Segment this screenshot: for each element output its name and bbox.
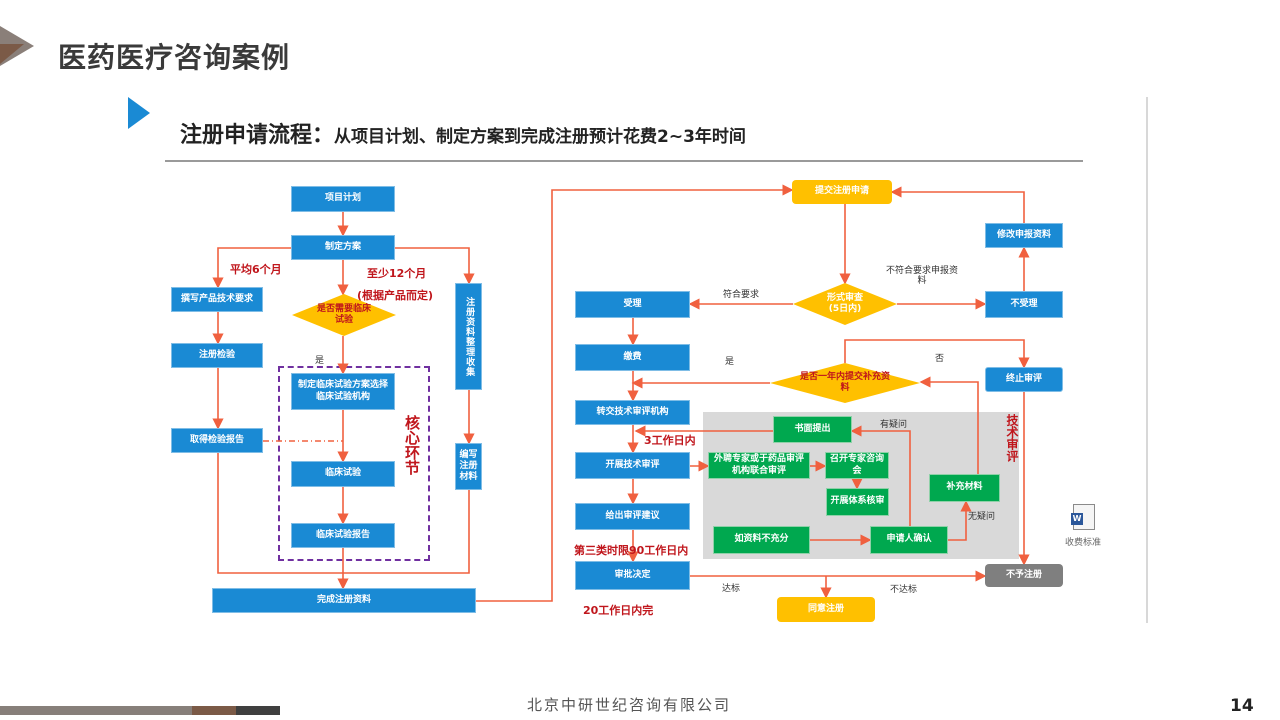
slide-title: 医药医疗咨询案例 — [58, 41, 291, 74]
label-90-workdays: 第三类时限90工作日内 — [574, 544, 689, 557]
decision-formal-review-text: 形式审查 (5日内) — [826, 293, 863, 314]
decision-supplement-text: 是否一年内提交补充资料 — [800, 372, 891, 393]
node-reg-test: 注册检验 — [171, 343, 263, 368]
node-accept: 受理 — [575, 291, 690, 318]
node-approval: 审批决定 — [575, 561, 690, 590]
label-3-workdays: 3工作日内 — [644, 434, 696, 447]
node-clinical-trial: 临床试验 — [291, 461, 395, 487]
footer-bar-brown — [192, 706, 236, 715]
label-no-doubt: 无疑问 — [968, 512, 996, 522]
label-avg-6-months: 平均6个月 — [230, 263, 282, 276]
label-yes-clinical: 是 — [315, 356, 325, 366]
attachment-fee-standard[interactable]: 收费标准 — [1065, 538, 1102, 548]
label-fail: 不达标 — [890, 585, 918, 595]
node-not-register: 不予注册 — [985, 564, 1063, 587]
label-core-step: 核心环节 — [403, 415, 421, 475]
page-number: 14 — [1230, 696, 1254, 716]
node-collect-docs: 注册资料整理收集 — [455, 283, 482, 390]
node-pay: 缴费 — [575, 344, 690, 371]
label-yes-supplement: 是 — [725, 357, 735, 367]
label-depends-on-product: (根据产品而定) — [357, 289, 434, 302]
node-project-plan: 项目计划 — [291, 186, 395, 212]
node-clinical-plan: 制定临床试验方案选择临床试验机构 — [291, 373, 395, 410]
node-complete-docs: 完成注册资料 — [212, 588, 476, 613]
footer-bar-dark — [236, 706, 280, 715]
title-divider — [165, 160, 1083, 162]
node-insufficient-docs: 如资料不充分 — [713, 526, 810, 554]
word-document-icon[interactable]: W — [1071, 504, 1095, 530]
decision-need-clinical: 是否需要临床试验 — [292, 294, 396, 336]
node-applicant-confirm: 申请人确认 — [870, 526, 948, 554]
node-terminate-review: 终止审评 — [985, 367, 1063, 392]
label-has-doubt: 有疑问 — [880, 420, 908, 430]
decision-supplement-within-year: 是否一年内提交补充资料 — [770, 363, 920, 403]
node-give-advice: 给出审评建议 — [575, 503, 690, 530]
flow-title-main: 注册申请流程： — [180, 123, 335, 148]
node-clinical-report: 临床试验报告 — [291, 523, 395, 548]
node-write-docs: 编写注册材料 — [455, 443, 482, 490]
label-not-meets: 不符合要求申报资料 — [885, 266, 958, 286]
label-meets-requirements: 符合要求 — [723, 290, 760, 300]
node-get-test-report: 取得检验报告 — [171, 428, 263, 453]
node-system-audit: 开展体系核审 — [826, 488, 889, 516]
flow-subtitle: 从项目计划、制定方案到完成注册预计花费2~3年时间 — [334, 127, 746, 147]
node-written-request: 书面提出 — [773, 416, 852, 443]
decision-need-clinical-text: 是否需要临床试验 — [316, 304, 371, 325]
label-tech-review: 技术审评 — [1005, 414, 1019, 462]
label-min-12-months: 至少12个月 — [367, 267, 427, 280]
node-transfer: 转交技术审评机构 — [575, 400, 690, 425]
core-step-boundary — [278, 366, 430, 561]
node-expert-meeting: 召开专家咨询会 — [825, 452, 889, 479]
node-reject: 不受理 — [985, 291, 1063, 318]
node-write-tech-req: 撰写产品技术要求 — [171, 287, 263, 312]
node-external-experts: 外聘专家或于药品审评机构联合审评 — [708, 452, 810, 479]
node-revise-docs: 修改申报资料 — [985, 223, 1063, 248]
label-no-supplement: 否 — [935, 354, 945, 364]
decision-formal-review: 形式审查 (5日内) — [793, 283, 897, 325]
label-20-workdays: 20工作日内完 — [583, 604, 654, 617]
label-pass: 达标 — [722, 584, 741, 594]
corner-decoration-accent — [0, 44, 24, 64]
footer-bar-gray — [0, 706, 192, 715]
node-tech-review: 开展技术审评 — [575, 452, 690, 479]
footer-company: 北京中研世纪咨询有限公司 — [527, 696, 732, 714]
node-supplement-materials: 补充材料 — [929, 474, 1000, 502]
embedded-slide-frame — [126, 97, 1148, 623]
node-agree-register: 同意注册 — [777, 597, 875, 622]
node-submit-application: 提交注册申请 — [792, 180, 892, 204]
flow-title: 注册申请流程：从项目计划、制定方案到完成注册预计花费2~3年时间 — [180, 117, 746, 149]
blue-triangle-icon — [128, 97, 150, 129]
node-make-plan: 制定方案 — [291, 235, 395, 260]
